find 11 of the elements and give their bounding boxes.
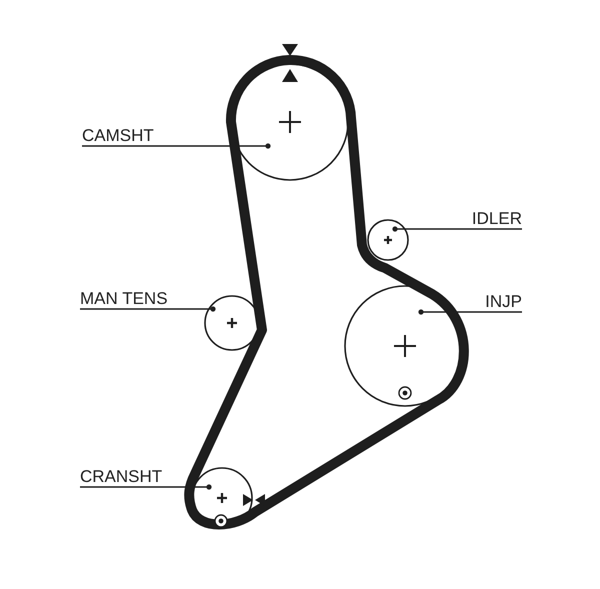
pulley-drawing xyxy=(367,219,409,261)
leader-line xyxy=(80,306,216,312)
part-label: CAMSHT xyxy=(82,126,154,145)
leader-line xyxy=(82,143,271,149)
leader-line xyxy=(80,484,212,490)
part-label: IDLER xyxy=(472,209,522,228)
part-label: MAN TENS xyxy=(80,289,168,308)
leader-line xyxy=(418,309,522,315)
part-label: CRANSHT xyxy=(80,467,162,486)
leader-line xyxy=(392,226,522,232)
part-label: INJP xyxy=(485,292,522,311)
